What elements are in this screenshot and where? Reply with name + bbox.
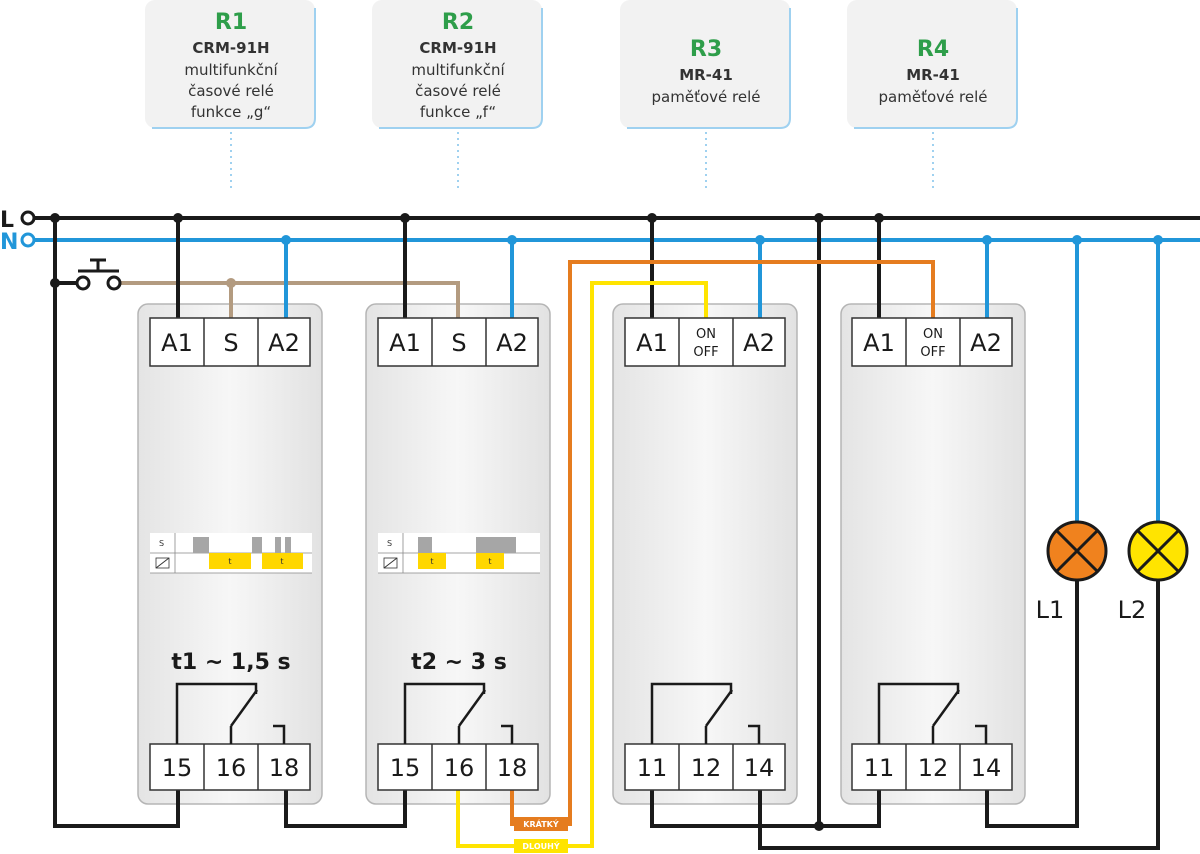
label-card-r3: R3 MR-41 paměťové relé: [620, 0, 791, 188]
terminal-r1-a2: A2: [268, 329, 300, 357]
relay-r2-desc-3: funkce „f“: [420, 103, 496, 121]
relay-r1-desc-2: časové relé: [188, 82, 274, 100]
relay-r2-time-label: t2 ~ 3 s: [411, 650, 507, 675]
terminal-r2-18: 18: [497, 754, 528, 782]
terminal-r1-15: 15: [162, 754, 193, 782]
terminal-r3-a2: A2: [743, 329, 775, 357]
relay-r1-desc-1: multifunkční: [184, 61, 278, 79]
function-diagram-r1: S t t: [150, 533, 312, 574]
contact-symbol-r3: [650, 682, 761, 744]
lamp-l2-label: L2: [1118, 596, 1147, 624]
line-l-label: L: [0, 208, 14, 233]
label-card-r4: R4 MR-41 paměťové relé: [847, 0, 1018, 188]
terminal-r2-15: 15: [390, 754, 421, 782]
terminal-r1-s: S: [223, 329, 238, 357]
terminal-r2-16: 16: [444, 754, 475, 782]
mini-s-label-r2: S: [387, 539, 392, 548]
relay-r4-title: R4: [917, 37, 949, 62]
mini-t-label-r1-a: t: [228, 557, 231, 566]
terminal-r1-16: 16: [216, 754, 247, 782]
relay-r3-desc-1: paměťové relé: [652, 88, 761, 106]
contact-symbol-r4: [877, 682, 988, 744]
relay-r1-model: CRM-91H: [192, 39, 269, 57]
lamp-l1-label: L1: [1036, 596, 1065, 624]
terminal-r3-off: OFF: [693, 345, 718, 360]
terminal-block-r1-bottom: 15 16 18: [149, 743, 311, 791]
relay-r4-desc-1: paměťové relé: [879, 88, 988, 106]
terminal-block-r3-top: A1 ON OFF A2: [624, 317, 786, 367]
wire-tag-short: KRÁTKÝ: [514, 817, 568, 831]
terminal-r2-s: S: [451, 329, 466, 357]
relay-r1-title: R1: [215, 10, 247, 35]
terminal-block-r4-bottom: 11 12 14: [851, 743, 1013, 791]
pushbutton: [75, 258, 122, 291]
relay-r4-model: MR-41: [906, 66, 960, 84]
label-card-r1: R1 CRM-91H multifunkční časové relé funk…: [145, 0, 316, 188]
long-press-wire: [456, 281, 708, 848]
contact-symbol-r2: [403, 682, 514, 744]
terminal-r4-12: 12: [918, 754, 949, 782]
terminal-block-r3-bottom: 11 12 14: [624, 743, 786, 791]
terminal-block-r2-bottom: 15 16 18: [377, 743, 539, 791]
terminal-r4-a2: A2: [970, 329, 1002, 357]
pushbutton-left-wire: [53, 218, 78, 285]
relay-r1-time-label: t1 ~ 1,5 s: [171, 650, 290, 675]
terminal-r4-a1: A1: [863, 329, 895, 357]
terminal-r3-11: 11: [637, 754, 668, 782]
lamp-l2: L2: [1118, 520, 1189, 624]
terminal-r4-11: 11: [864, 754, 895, 782]
lamp-l1: L1: [1036, 520, 1108, 624]
wire-tag-long: DLOUHÝ: [514, 839, 568, 853]
terminal-block-r1-top: A1 S A2: [149, 317, 311, 367]
label-card-r2: R2 CRM-91H multifunkční časové relé funk…: [372, 0, 543, 188]
terminal-r3-14: 14: [744, 754, 775, 782]
terminal-r4-off: OFF: [920, 345, 945, 360]
wire-layer: [34, 216, 1200, 850]
mini-s-label-r1: S: [159, 539, 164, 548]
terminal-r2-a1: A1: [389, 329, 421, 357]
terminal-r4-14: 14: [971, 754, 1002, 782]
relay-r3-model: MR-41: [679, 66, 733, 84]
terminal-r1-a1: A1: [161, 329, 193, 357]
wire-tag-short-label: KRÁTKÝ: [523, 818, 559, 829]
function-diagram-r2: S t t: [378, 533, 540, 574]
line-terminals: L N: [0, 208, 36, 255]
relay-r2-title: R2: [442, 10, 474, 35]
mini-t-label-r2-b: t: [488, 557, 491, 566]
terminal-r3-on: ON: [696, 327, 716, 342]
terminal-r3-12: 12: [691, 754, 722, 782]
mini-t-label-r2-a: t: [430, 557, 433, 566]
terminal-block-r4-top: A1 ON OFF A2: [851, 317, 1013, 367]
relay-r3-title: R3: [690, 37, 722, 62]
terminal-r4-on: ON: [923, 327, 943, 342]
terminal-r3-a1: A1: [636, 329, 668, 357]
line-n-label: N: [0, 230, 18, 255]
terminal-block-r2-top: A1 S A2: [377, 317, 539, 367]
relay-r1-desc-3: funkce „g“: [191, 103, 271, 121]
relay-r2-desc-2: časové relé: [415, 82, 501, 100]
short-press-wire: [510, 260, 935, 826]
terminal-r2-a2: A2: [496, 329, 528, 357]
wire-tag-long-label: DLOUHÝ: [522, 840, 559, 851]
junction-dots: [50, 213, 1163, 831]
terminal-r1-18: 18: [269, 754, 300, 782]
mini-t-label-r1-b: t: [280, 557, 283, 566]
contact-symbol-r1: [175, 682, 286, 744]
relay-r2-model: CRM-91H: [419, 39, 496, 57]
relay-r2-desc-1: multifunkční: [411, 61, 505, 79]
